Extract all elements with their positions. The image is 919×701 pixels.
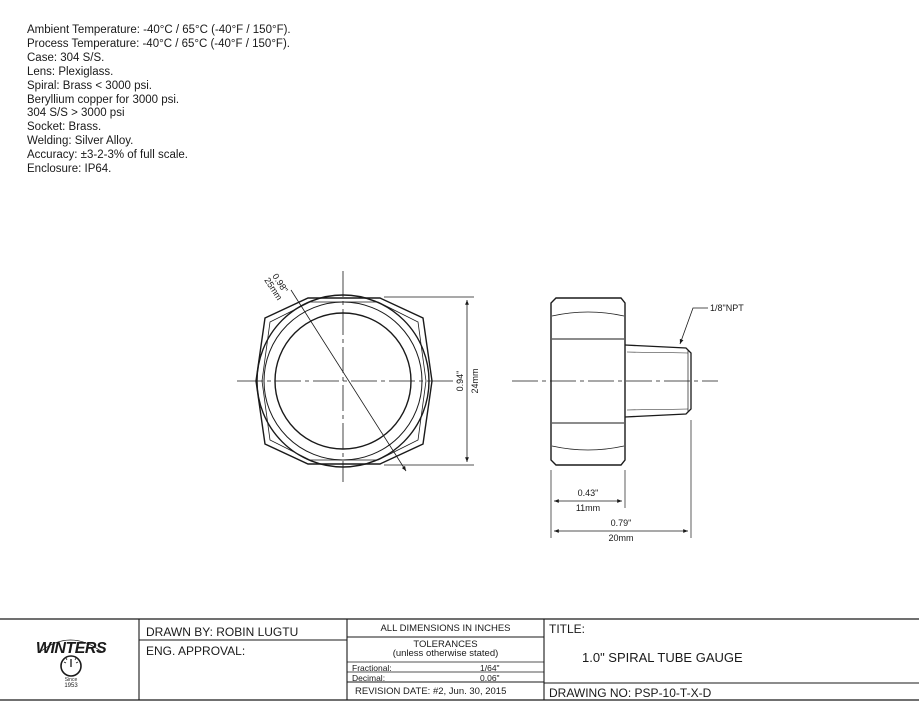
spec-line: Ambient Temperature: -40°C / 65°C (-40°F… xyxy=(27,24,291,36)
drawing-title: 1.0" SPIRAL TUBE GAUGE xyxy=(582,650,743,665)
front-view xyxy=(237,271,474,482)
logo-arc xyxy=(39,639,103,653)
logo-since: Since xyxy=(65,677,78,683)
dial-ring xyxy=(274,312,412,450)
spec-line: Welding: Silver Alloy. xyxy=(27,135,134,148)
body-length-mm-label: 11mm xyxy=(576,503,600,513)
drawn-by: DRAWN BY: ROBIN LUGTU xyxy=(146,625,299,639)
hex-body-chamfer-top xyxy=(551,311,625,317)
hex-inner-flat xyxy=(261,301,427,461)
fractional-label: Fractional: xyxy=(352,663,392,673)
hex-body-side xyxy=(550,297,626,466)
thread-label: 1/8"NPT xyxy=(710,303,744,313)
spec-line: Accuracy: ±3-2-3% of full scale. xyxy=(27,149,188,162)
spec-line: Process Temperature: -40°C / 65°C (-40°F… xyxy=(27,37,290,50)
spec-line: Enclosure: IP64. xyxy=(27,163,112,176)
thread-stem xyxy=(624,344,692,418)
hex-body-chamfer-bottom xyxy=(551,445,625,451)
fractional-value: 1/64" xyxy=(480,663,500,673)
winters-logo: WINTERS Since 1953 xyxy=(36,639,107,689)
specifications-list: Ambient Temperature: -40°C / 65°C (-40°F… xyxy=(27,24,291,177)
spec-line: Beryllium copper for 3000 psi. xyxy=(27,93,180,106)
spec-line: Socket: Brass. xyxy=(27,121,102,134)
decimal-label: Decimal: xyxy=(352,673,386,683)
thread-leader xyxy=(679,307,708,345)
spec-line: 304 S/S > 3000 psi xyxy=(27,107,125,120)
decimal-value: 0.06" xyxy=(480,673,500,683)
logo-year: 1953 xyxy=(64,683,78,689)
all-dimensions-note: ALL DIMENSIONS IN INCHES xyxy=(380,623,511,634)
title-block-grid xyxy=(0,618,919,701)
spec-line: Lens: Plexiglass. xyxy=(27,65,114,78)
total-length-mm-label: 20mm xyxy=(608,533,633,543)
hex-outline xyxy=(255,297,433,465)
logo-wordmark: WINTERS xyxy=(36,640,107,657)
front-height-inch-label: 0.94" xyxy=(455,371,465,392)
spec-line: Case: 304 S/S. xyxy=(27,51,105,64)
drawing-number: DRAWING NO: PSP-10-T-X-D xyxy=(549,686,712,700)
eng-approval: ENG. APPROVAL: xyxy=(146,644,246,658)
diameter-leader xyxy=(290,289,407,472)
revision-date: REVISION DATE: #2, Jun. 30, 2015 xyxy=(355,686,507,697)
spec-line: Spiral: Brass < 3000 psi. xyxy=(27,79,152,92)
tolerances-note: (unless otherwise stated) xyxy=(392,648,499,659)
thread-root-bottom xyxy=(626,408,689,411)
bezel-outer-ring xyxy=(256,294,430,468)
tolerances-heading: TOLERANCES xyxy=(413,639,478,650)
thread-root-top xyxy=(626,351,689,354)
logo-gauge-ticks-icon xyxy=(63,657,79,664)
side-view xyxy=(512,297,718,538)
title-label: TITLE: xyxy=(549,622,586,636)
body-length-inch-label: 0.43" xyxy=(578,488,599,498)
bezel-mid-ring xyxy=(263,301,423,461)
front-height-mm-label: 24mm xyxy=(470,368,480,393)
total-length-inch-label: 0.79" xyxy=(611,518,632,528)
